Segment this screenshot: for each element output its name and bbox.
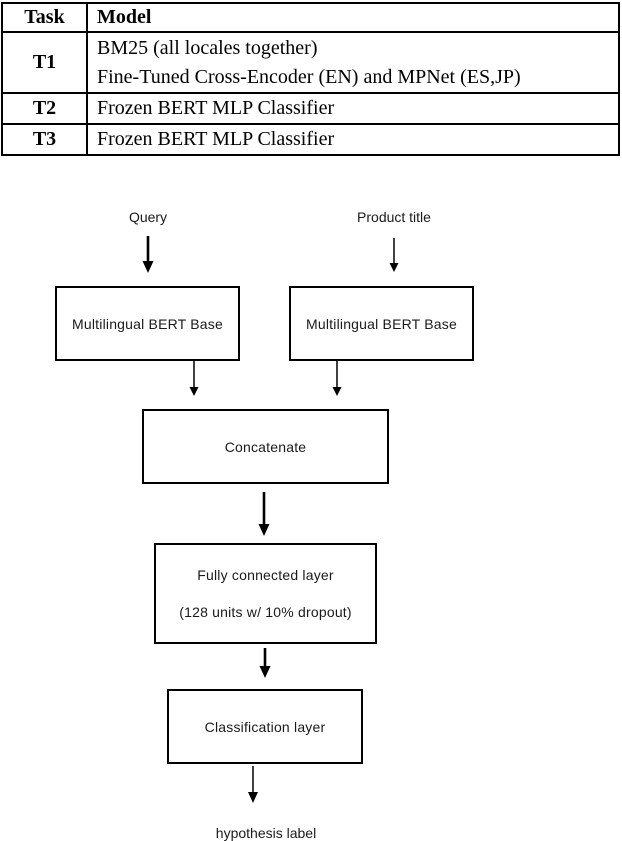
input-label-query: Query [128,209,168,225]
arrow-fc-to-class [259,648,271,678]
table-row: T1 BM25 (all locales together) Fine-Tune… [1,31,620,94]
task-model-table: Task Model T1 BM25 (all locales together… [1,2,620,156]
model-line-2: Fine-Tuned Cross-Encoder (EN) and MPNet … [97,65,521,88]
model-line-1: BM25 (all locales together) [97,36,318,59]
node-classification: Classification layer [167,689,363,764]
arrow-class-to-output [248,766,258,803]
arrow-product-to-bert-right [389,238,399,272]
node-bert-right: Multilingual BERT Base [289,286,474,361]
task-cell-t3: T3 [1,123,88,156]
fully-connected-line1: Fully connected layer [197,567,334,583]
model-cell-t1: BM25 (all locales together) Fine-Tuned C… [86,31,620,94]
input-label-product-title: Product title [357,209,431,225]
arrow-bert-right-to-concat [332,361,342,396]
model-line-1: Frozen BERT MLP Classifier [97,97,335,119]
task-cell-t1: T1 [1,31,88,94]
model-line-1: Frozen BERT MLP Classifier [97,128,335,150]
model-cell-t2: Frozen BERT MLP Classifier [86,92,620,125]
node-bert-left: Multilingual BERT Base [55,286,240,361]
table-header-task: Task [1,2,88,33]
table-row: T2 Frozen BERT MLP Classifier [1,92,620,125]
table-row: T3 Frozen BERT MLP Classifier [1,123,620,156]
table-header-row: Task Model [1,2,620,33]
arrow-query-to-bert-left [142,236,154,273]
node-fully-connected: Fully connected layer (128 units w/ 10% … [154,543,377,644]
table-header-model: Model [86,2,620,33]
task-cell-t2: T2 [1,92,88,125]
arrow-concat-to-fc [258,492,270,536]
output-label-hypothesis: hypothesis label [215,825,317,841]
fully-connected-line2: (128 units w/ 10% dropout) [179,604,352,620]
node-concatenate: Concatenate [142,409,389,484]
model-cell-t3: Frozen BERT MLP Classifier [86,123,620,156]
arrow-bert-left-to-concat [189,361,199,396]
